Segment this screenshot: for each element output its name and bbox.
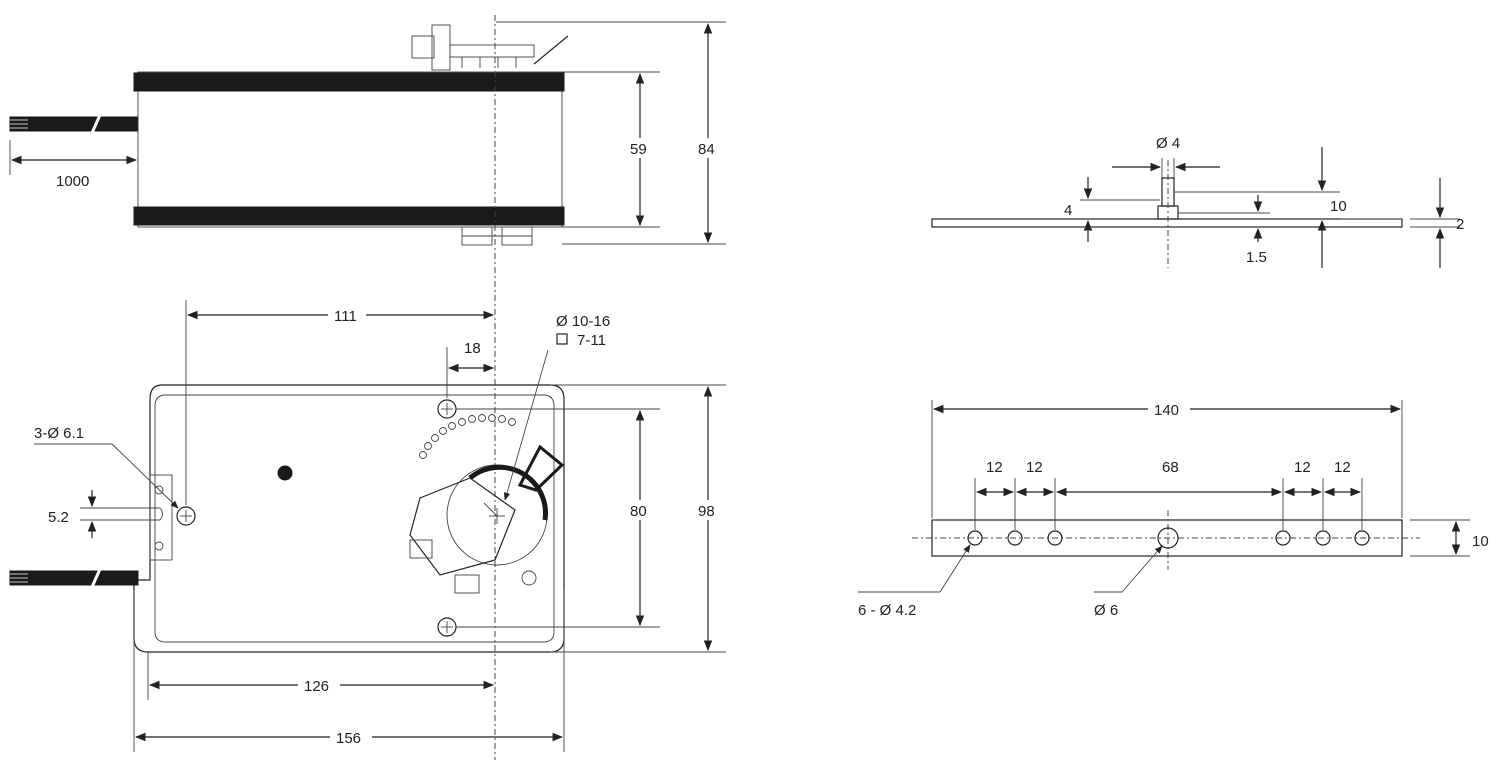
bracket-hole: [1047, 530, 1063, 546]
dim-pin-diameter: Ø 4: [1156, 135, 1180, 152]
bracket-center-hole: [1157, 527, 1179, 549]
bracket-hole: [1275, 530, 1291, 546]
dim-spacing-left-1: 12: [986, 459, 1003, 476]
top-body-outline: [133, 384, 565, 653]
dim-spacing-center: 68: [1162, 459, 1179, 476]
side-bottom-band: [133, 206, 565, 226]
dim-pin-base: 4: [1064, 202, 1072, 219]
mount-hole-left: [176, 506, 196, 526]
dim-bracket-height: 10: [1472, 533, 1489, 550]
bracket-hole: [1354, 530, 1370, 546]
dim-total-length-156: 156: [336, 730, 361, 747]
dim-bracket-holes: 6 - Ø 4.2: [858, 602, 916, 619]
square-shaft-icon: [556, 333, 568, 345]
dim-hole-spacing-80: 80: [630, 503, 647, 520]
side-body-outline: [137, 71, 563, 228]
mount-hole-bottom: [437, 617, 457, 637]
mount-hole-top: [437, 399, 457, 419]
bracket-hole: [1315, 530, 1331, 546]
dim-spacing-right-2: 12: [1334, 459, 1351, 476]
bracket-hole: [1007, 530, 1023, 546]
top-body-inner: [154, 394, 555, 643]
dim-mount-holes: 3-Ø 6.1: [34, 425, 84, 442]
mount-tab: [149, 474, 173, 561]
dim-offset-18: 18: [464, 340, 481, 357]
dim-pin-height: 10: [1330, 198, 1347, 215]
shaft-bottom: [461, 226, 533, 246]
dim-spacing-left-2: 12: [1026, 459, 1043, 476]
side-top-band: [133, 72, 565, 92]
position-scale: [419, 414, 516, 459]
side-view: 1000 59 84: [9, 15, 726, 760]
dim-cable-length: 1000: [56, 173, 89, 190]
dim-shaft-range: Ø 10-16: [556, 313, 610, 330]
cable-top: [9, 114, 139, 134]
top-view: 111 Ø 10-16 7-11 18 3-Ø 6.1 5.2 80 98: [9, 300, 726, 752]
dim-shaft-to-hole: 111: [334, 308, 357, 325]
bracket-top-view: 140 12 12 68 12 12 10 6 - Ø 4.2 Ø 6: [858, 399, 1489, 619]
dim-plate-thickness: 2: [1456, 216, 1464, 233]
dim-bracket-length: 140: [1154, 402, 1179, 419]
dim-slot-width: 5.2: [48, 509, 69, 526]
cable-bottom: [9, 568, 139, 588]
dim-bracket-center-hole: Ø 6: [1094, 602, 1118, 619]
indicator-dot: [277, 465, 293, 481]
bracket-plate-side: [931, 218, 1403, 228]
dim-total-height: 84: [698, 141, 715, 158]
dim-spacing-right-1: 12: [1294, 459, 1311, 476]
bracket-hole: [967, 530, 983, 546]
shaft-clamp: [409, 444, 565, 594]
bracket-side-view: Ø 4 10 2 4 1.5: [931, 135, 1464, 268]
clamp-top: [411, 24, 569, 71]
mount-slot: [130, 507, 163, 521]
dim-pin-offset: 1.5: [1246, 249, 1267, 266]
dim-shaft-to-edge-126: 126: [304, 678, 329, 695]
dim-body-height: 59: [630, 141, 647, 158]
dim-shaft-square: 7-11: [577, 332, 606, 349]
dim-body-width-98: 98: [698, 503, 715, 520]
